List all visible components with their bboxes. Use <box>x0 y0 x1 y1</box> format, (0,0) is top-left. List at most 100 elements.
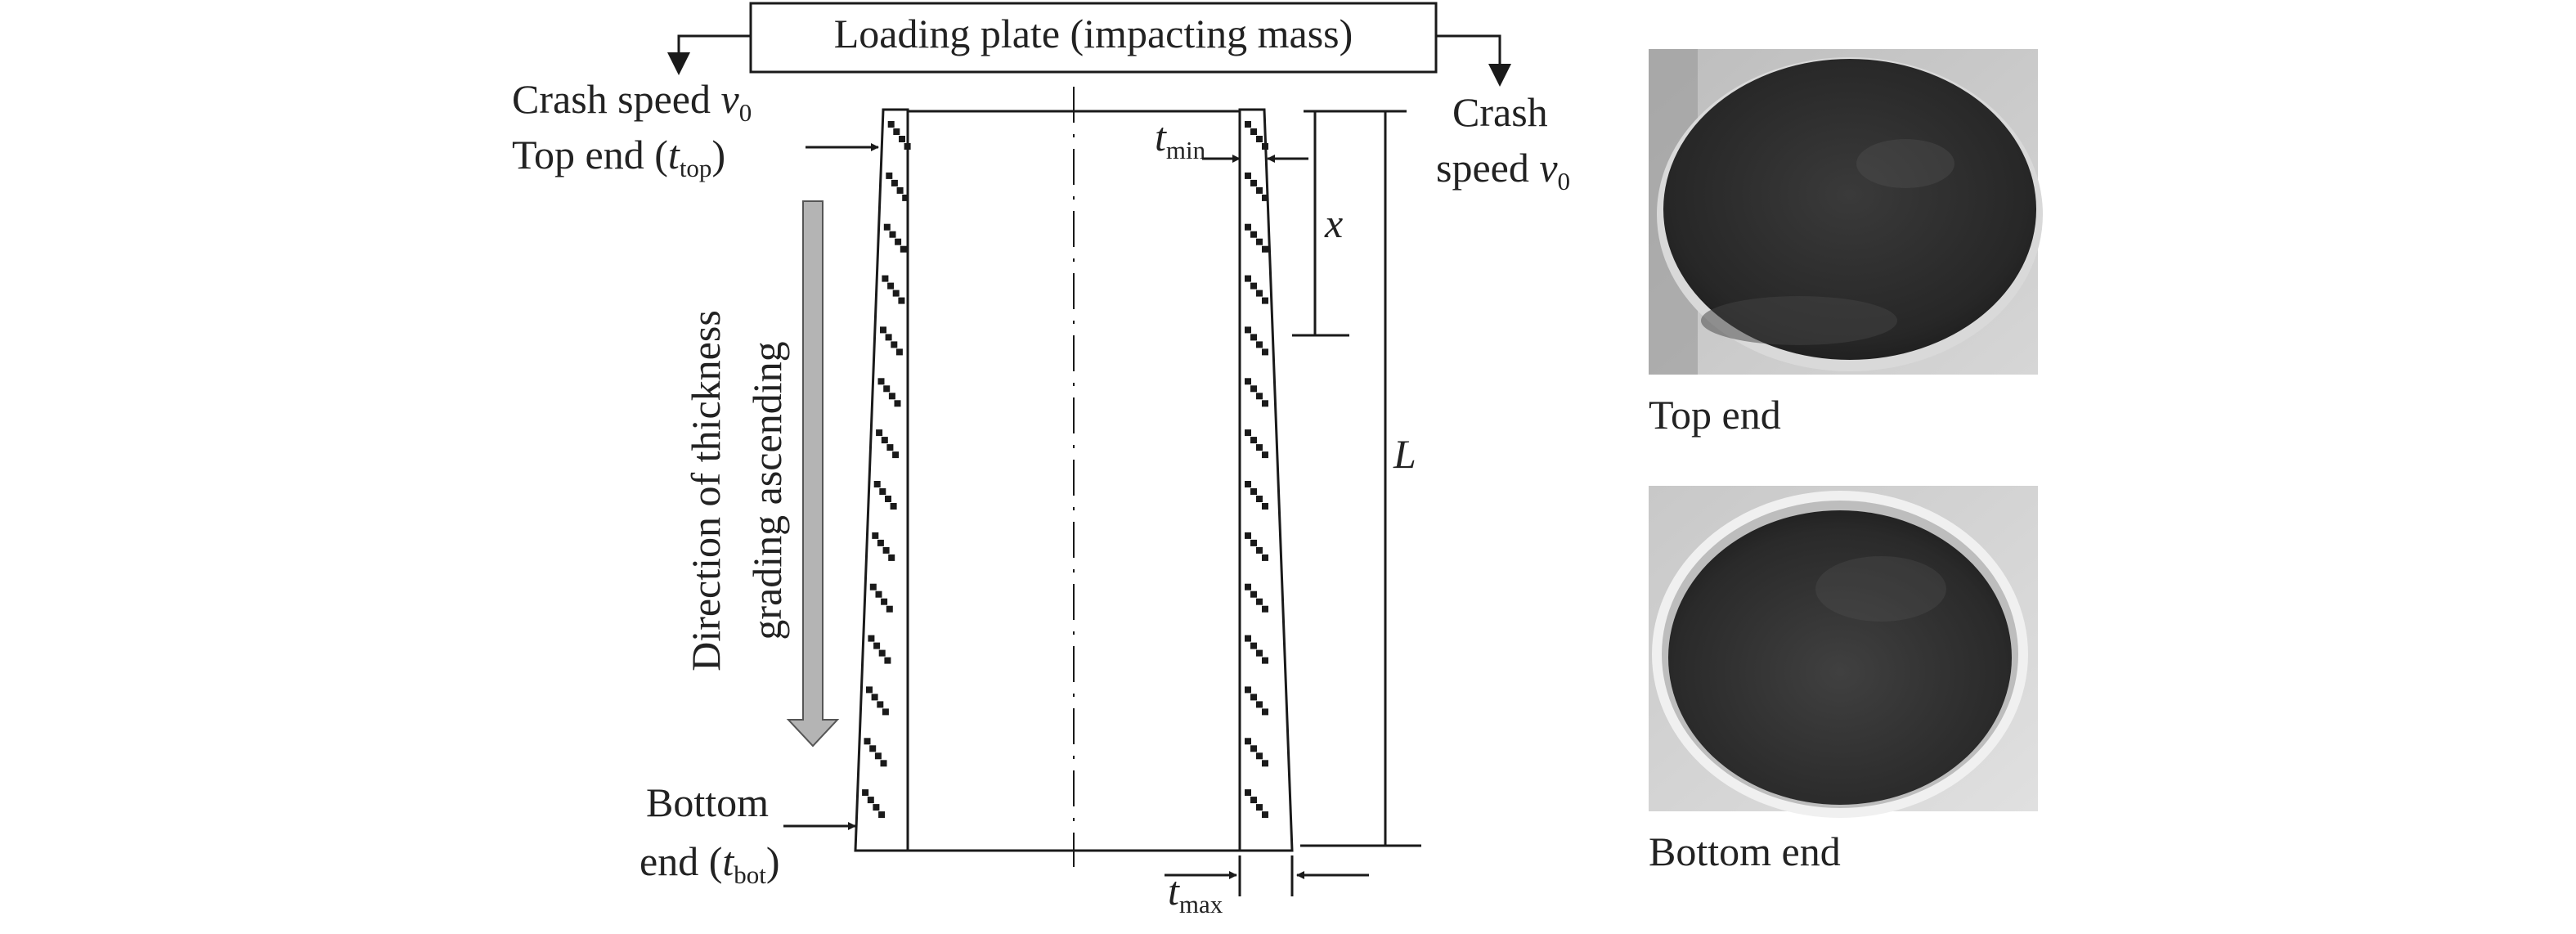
hatch-step <box>1245 429 1251 437</box>
hatch-step <box>876 429 883 437</box>
hatch-step <box>888 554 895 561</box>
hatch-step <box>1256 598 1263 605</box>
hatch-step <box>1245 481 1251 487</box>
hatch-step <box>1250 128 1257 135</box>
hatch-step <box>1256 444 1263 451</box>
L-label: L <box>1393 431 1416 477</box>
hatch-step <box>874 752 882 760</box>
hatch-step <box>1256 649 1263 657</box>
direction-arrow <box>786 200 840 748</box>
hatch-step <box>1262 245 1268 253</box>
hatch-step <box>873 481 881 487</box>
hatch-step <box>1250 590 1257 598</box>
hatch-step <box>880 760 887 767</box>
hatch-step <box>1250 694 1257 701</box>
hatch-step <box>1256 186 1263 194</box>
hatch-step <box>1256 496 1263 502</box>
hatch-step <box>895 238 902 245</box>
hatch-step <box>1256 341 1263 348</box>
hatch-step <box>1256 546 1263 554</box>
hatch-step <box>864 738 871 745</box>
crash-speed-right-line1: Crash <box>1452 89 1548 135</box>
hatch-step <box>1245 686 1251 694</box>
hatch-step <box>1262 554 1268 561</box>
hatch-step <box>890 503 897 510</box>
hatch-step <box>893 128 900 135</box>
hatch-step <box>1245 326 1251 334</box>
hatch-step <box>1262 297 1268 304</box>
plate-arrow-right <box>1436 34 1511 87</box>
hatch-step <box>877 701 884 708</box>
bottom-label-line1: Bottom <box>646 779 769 825</box>
photo-top-end <box>1649 49 2043 375</box>
hatch-step <box>1256 752 1263 760</box>
hatch-step <box>896 186 904 194</box>
hatch-step <box>887 121 895 128</box>
hatch-left <box>862 121 911 819</box>
bottom-end-label: end (tbot) <box>640 838 780 889</box>
hatch-step <box>1256 393 1263 400</box>
tmax-label: tmax <box>1168 868 1223 918</box>
loading-plate: Loading plate (impacting mass) <box>749 2 1438 74</box>
hatch-step <box>1256 290 1263 297</box>
hatch-step <box>1262 605 1268 613</box>
hatch-step <box>900 245 907 253</box>
hatch-step <box>1250 797 1257 804</box>
hatch-step <box>1262 348 1268 356</box>
hatch-step <box>877 378 885 385</box>
hatch-step <box>1245 635 1251 642</box>
hatch-step <box>885 334 892 341</box>
hatch-step <box>884 657 891 664</box>
hatch-step <box>1245 172 1251 179</box>
hatch-step <box>879 488 886 495</box>
top-end-label: Top end (ttop) <box>512 132 725 182</box>
hatch-step <box>1262 657 1268 664</box>
hatch-step <box>1245 583 1251 590</box>
hatch-step <box>1256 701 1263 708</box>
hatch-step <box>866 686 873 694</box>
hatch-step <box>880 326 886 334</box>
hatch-step <box>1250 179 1257 186</box>
hatch-step <box>899 136 905 142</box>
hatch-step <box>1262 708 1268 716</box>
hatch-step <box>882 708 889 716</box>
photo-bottom-end <box>1649 486 2038 818</box>
hatch-step <box>1262 400 1268 407</box>
hatch-step <box>1245 738 1251 745</box>
hatch-step <box>883 385 891 393</box>
hatch-step <box>887 282 895 290</box>
photo-top-caption: Top end <box>1649 392 1781 438</box>
hatch-step <box>869 583 877 590</box>
hatch-step <box>875 590 882 598</box>
hatch-step <box>867 797 874 804</box>
hatch-step <box>1245 275 1251 282</box>
tmin-label: tmin <box>1155 114 1206 164</box>
hatch-step <box>1250 539 1257 546</box>
crash-speed-left-label: Crash speed v0 <box>512 76 752 127</box>
hatch-step <box>1262 503 1268 510</box>
hatch-step <box>1245 121 1251 128</box>
hatch-step <box>1250 231 1257 238</box>
hatch-step <box>1256 136 1263 142</box>
hatch-step <box>891 179 898 186</box>
hatch-step <box>1250 642 1257 649</box>
hatch-step <box>886 444 894 451</box>
hatch-step <box>881 437 888 444</box>
hatch-step <box>873 642 881 649</box>
tmax-dimension <box>1238 855 1294 896</box>
hatch-step <box>1262 194 1268 201</box>
hatch-step <box>1256 238 1263 245</box>
hatch-step <box>902 194 909 201</box>
hatch-step <box>885 496 891 502</box>
hatch-step <box>892 451 900 459</box>
x-label: x <box>1324 200 1343 246</box>
hatch-step <box>895 348 903 356</box>
photo-bottom-caption: Bottom end <box>1649 828 1841 874</box>
hatch-step <box>862 789 869 797</box>
hatch-step <box>1245 789 1251 797</box>
hatch-step <box>886 605 893 613</box>
hatch-step <box>894 400 901 407</box>
hatch-step <box>888 393 895 400</box>
tube-left-wall <box>854 108 911 852</box>
